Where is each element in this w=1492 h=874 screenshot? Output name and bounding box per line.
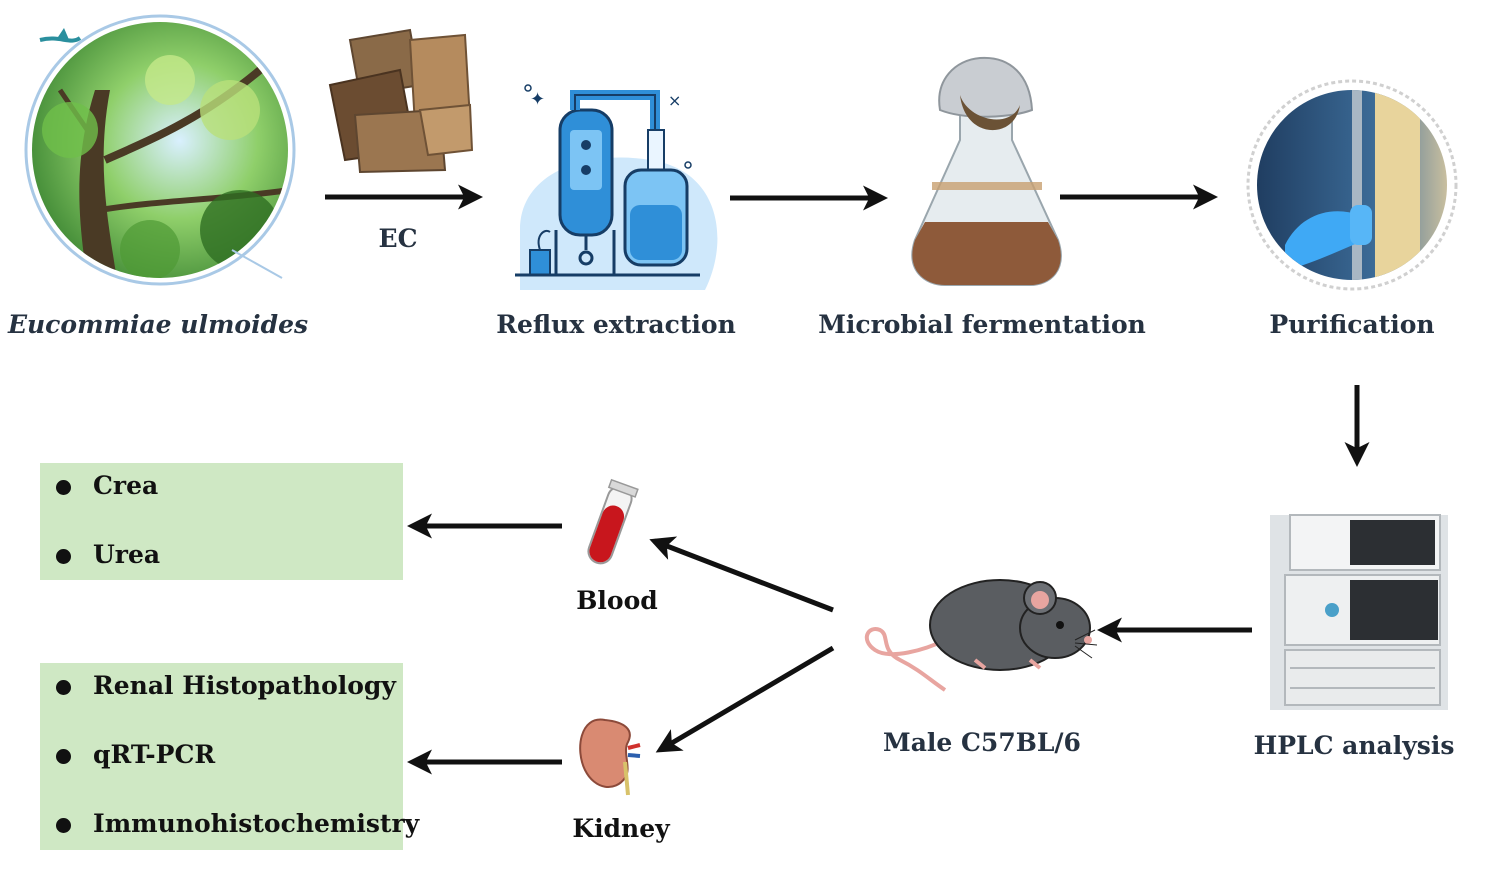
bullet-dot xyxy=(56,818,71,833)
blood-item-crea: Crea xyxy=(93,471,159,500)
reflux-apparatus-icon: ✦ × xyxy=(515,84,718,290)
label-mouse: Male C57BL/6 xyxy=(883,728,1081,757)
fermentation-flask-icon xyxy=(911,56,1062,286)
kidney-item-qrtpcr: qRT-PCR xyxy=(93,740,216,769)
blood-tube-icon xyxy=(587,478,639,565)
label-fermentation: Microbial fermentation xyxy=(818,310,1146,339)
label-reflux: Reflux extraction xyxy=(496,310,736,339)
bark-pieces-icon xyxy=(328,28,474,174)
svg-text:✦: ✦ xyxy=(530,89,545,110)
kidney-icon xyxy=(579,718,641,796)
label-tree: Eucommiae ulmoides xyxy=(7,310,309,339)
flow-arrows xyxy=(325,184,1370,775)
svg-text:×: × xyxy=(668,91,681,110)
arrow-mouse-to-blood xyxy=(649,536,834,613)
blood-results-box: Crea Urea xyxy=(40,463,403,580)
kidney-item-ihc: Immunohistochemistry xyxy=(93,809,420,838)
mouse-icon xyxy=(864,579,1098,692)
label-blood: Blood xyxy=(576,586,658,615)
kidney-results-box: Renal Histopathology qRT-PCR Immunohisto… xyxy=(40,663,419,850)
label-ec: EC xyxy=(378,224,418,253)
label-purification: Purification xyxy=(1269,310,1435,339)
bullet-dot xyxy=(56,749,71,764)
bullet-dot xyxy=(56,680,71,695)
bullet-dot xyxy=(56,480,71,495)
kidney-item-histopathology: Renal Histopathology xyxy=(93,671,396,700)
tree-photo-icon xyxy=(24,14,296,286)
hplc-instrument-icon xyxy=(1270,514,1448,710)
bullet-dot xyxy=(56,549,71,564)
label-kidney: Kidney xyxy=(572,814,670,843)
arrow-mouse-to-kidney xyxy=(655,645,835,753)
label-hplc: HPLC analysis xyxy=(1253,731,1455,760)
purification-column-icon xyxy=(1246,79,1458,291)
blood-item-urea: Urea xyxy=(93,540,161,569)
